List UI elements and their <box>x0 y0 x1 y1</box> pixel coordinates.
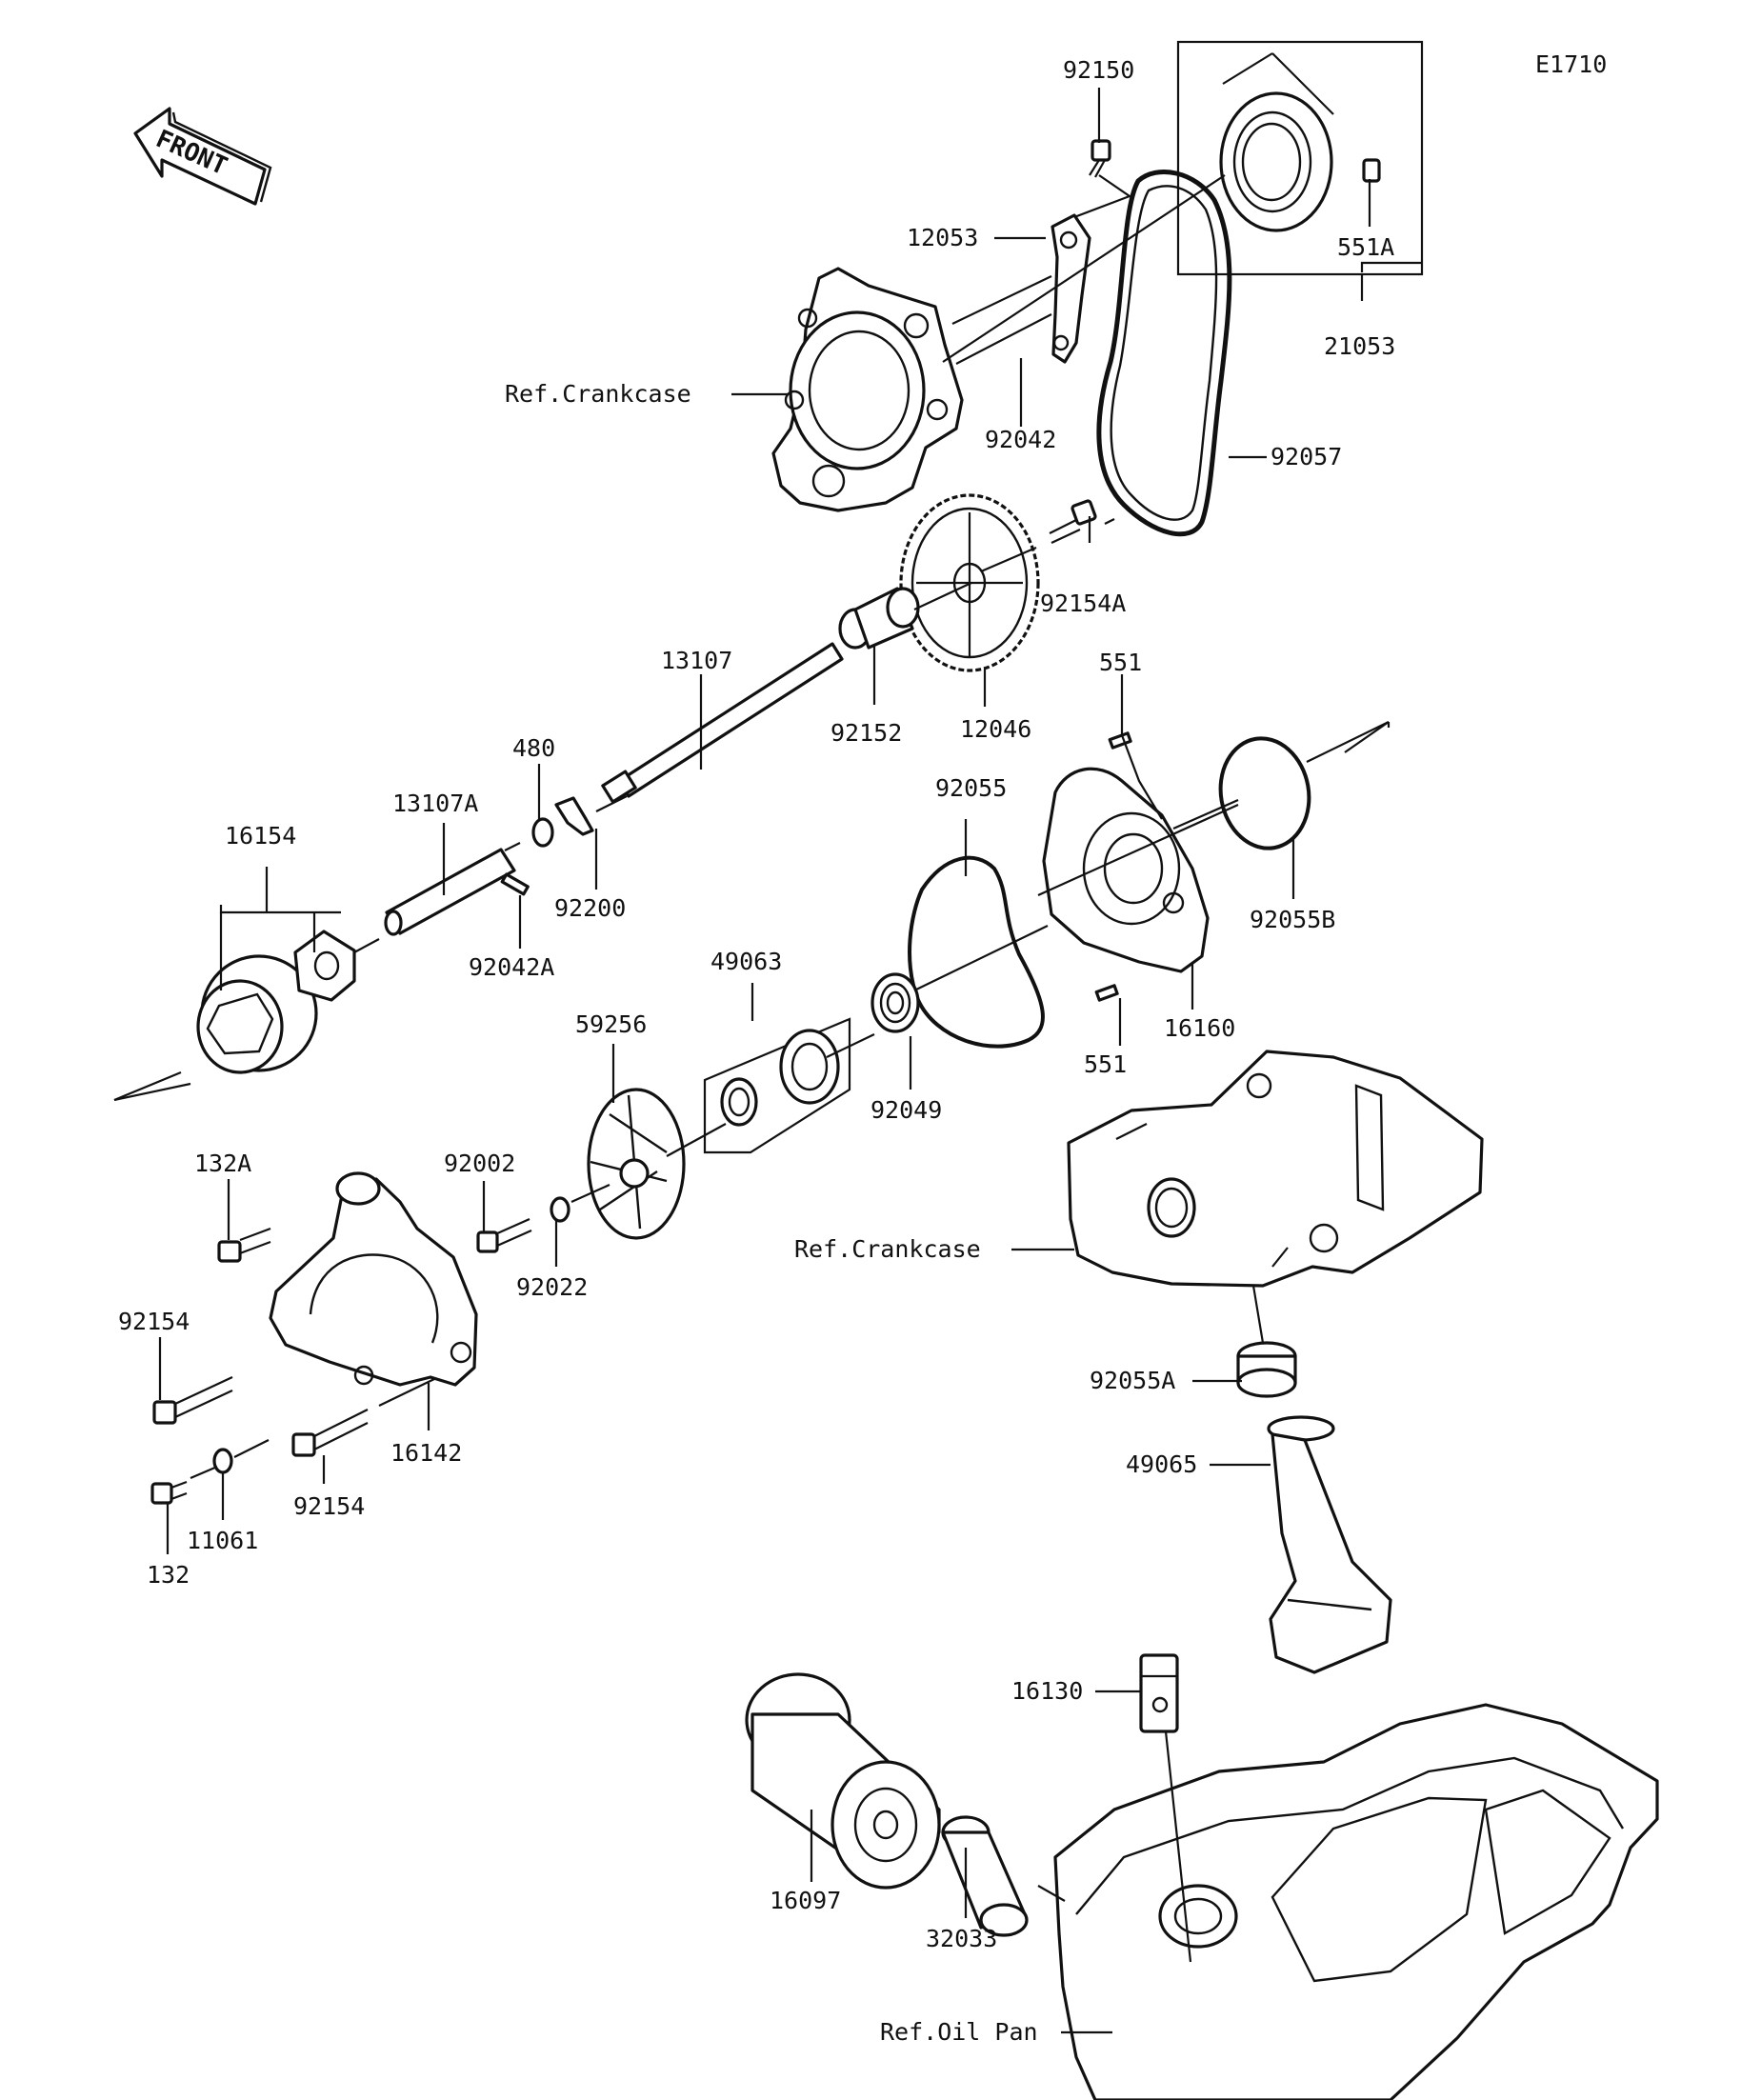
label-ref-crankcase-top: Ref.Crankcase <box>505 380 691 408</box>
bolt-92150-drawing <box>1089 139 1111 178</box>
label-92049: 92049 <box>870 1096 942 1124</box>
label-92002: 92002 <box>444 1150 515 1177</box>
bolt-92154-left-drawing <box>152 1376 233 1425</box>
diagram-code: E1710 <box>1535 50 1607 78</box>
label-551A: 551A <box>1337 233 1394 261</box>
label-92152: 92152 <box>830 719 902 747</box>
bolt-132A-drawing <box>217 1227 271 1263</box>
crankcase-upper-drawing <box>771 267 964 512</box>
bearing-92049-drawing <box>870 972 920 1033</box>
front-arrow-icon: FRONT <box>133 107 272 206</box>
label-16130: 16130 <box>1011 1677 1083 1705</box>
label-92150: 92150 <box>1063 56 1134 84</box>
label-92042A: 92042A <box>469 953 554 981</box>
label-13107: 13107 <box>661 647 732 674</box>
cap-92055A-drawing <box>1236 1341 1297 1398</box>
bolt-92154-bottom-drawing <box>291 1409 369 1457</box>
oil-pan-drawing <box>1053 1703 1659 2100</box>
cover-16142-drawing <box>269 1171 478 1387</box>
sprocket-21053-drawing <box>1176 40 1424 276</box>
label-92055A: 92055A <box>1090 1367 1175 1394</box>
label-59256: 59256 <box>575 1010 647 1038</box>
bolt-92002-drawing <box>476 1217 532 1253</box>
label-21053: 21053 <box>1324 332 1395 360</box>
label-92154-left: 92154 <box>118 1308 190 1335</box>
label-16097: 16097 <box>770 1887 841 1914</box>
label-16142: 16142 <box>390 1439 462 1467</box>
label-16160: 16160 <box>1164 1014 1235 1042</box>
gasket-92055-drawing <box>908 855 1045 1049</box>
part-labels: E1710 92150 21053 551A 12053 Ref.Crankca… <box>118 50 1607 2046</box>
strainer-49065-drawing <box>1267 1415 1392 1674</box>
label-ref-crankcase-mid: Ref.Crankcase <box>794 1235 981 1263</box>
label-49063: 49063 <box>710 948 782 975</box>
label-551-top: 551 <box>1099 649 1142 676</box>
label-12046: 12046 <box>960 715 1031 743</box>
label-ref-oil-pan: Ref.Oil Pan <box>880 2018 1038 2046</box>
shaft-13107A-drawing <box>384 848 516 936</box>
label-132A: 132A <box>194 1150 251 1177</box>
switch-16130-drawing <box>1139 1653 1179 1733</box>
label-92154A: 92154A <box>1040 590 1126 617</box>
washer-11061-drawing <box>212 1448 233 1474</box>
leader-lines <box>113 52 1422 2034</box>
oil-filter-16097-drawing <box>745 1672 941 1890</box>
collar-92152-drawing <box>838 587 920 650</box>
label-132: 132 <box>147 1561 190 1589</box>
label-11061: 11061 <box>187 1527 258 1554</box>
label-32033: 32033 <box>926 1925 997 1952</box>
crankcase-mid-drawing <box>1067 1050 1484 1288</box>
washer-480-drawing <box>531 817 554 848</box>
label-92055B: 92055B <box>1250 906 1335 933</box>
label-92200: 92200 <box>554 894 626 922</box>
rotor-16154-drawing <box>196 930 356 1074</box>
pump-body-16160-drawing <box>1042 767 1210 973</box>
timing-chain-drawing <box>1096 169 1232 537</box>
clip-92200-drawing <box>554 796 594 836</box>
impeller-59256-drawing <box>587 1088 686 1240</box>
label-16154: 16154 <box>225 822 296 850</box>
label-92055: 92055 <box>935 774 1007 802</box>
pins-551-drawing <box>1094 731 1132 1002</box>
pin-92042A-drawing <box>500 872 530 896</box>
label-480: 480 <box>512 734 555 762</box>
label-13107A: 13107A <box>392 790 478 817</box>
shaft-13107-drawing <box>601 642 844 804</box>
washer-92022-drawing <box>550 1196 570 1223</box>
label-551-bottom: 551 <box>1084 1050 1127 1078</box>
seal-49063-drawing <box>703 1017 851 1154</box>
oring-92055B-drawing <box>1218 736 1311 850</box>
label-92022: 92022 <box>516 1273 588 1301</box>
label-92057: 92057 <box>1271 443 1342 470</box>
pipe-32033-drawing <box>941 1815 1029 1937</box>
label-49065: 49065 <box>1126 1450 1197 1478</box>
label-12053: 12053 <box>907 224 978 251</box>
label-92042: 92042 <box>985 426 1056 453</box>
label-92154-bottom: 92154 <box>293 1492 365 1520</box>
bolt-132-drawing <box>150 1480 188 1505</box>
chain-guide-drawing <box>1051 213 1091 364</box>
